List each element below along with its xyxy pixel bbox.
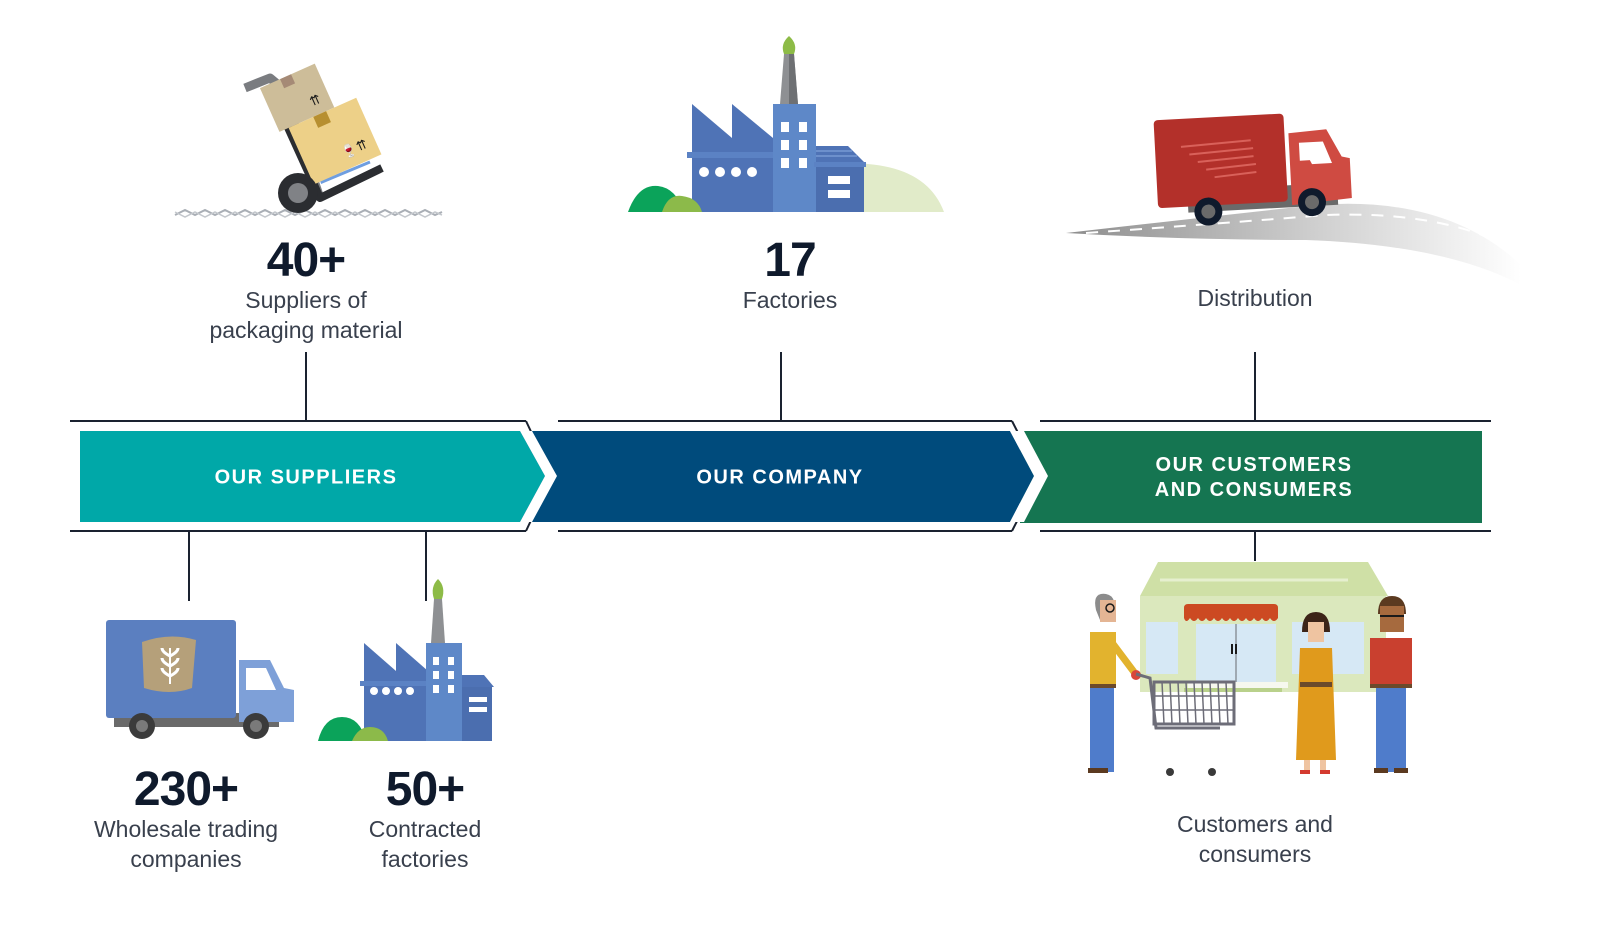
stage-customers: OUR CUSTOMERS AND CONSUMERS <box>1154 454 1354 501</box>
stat-distribution: Distribution <box>1197 283 1312 313</box>
delivery-truck-icon <box>1066 113 1521 285</box>
shop-customers-icon <box>1088 562 1412 776</box>
stat-customers-consumers: Customers and consumers <box>1177 809 1333 869</box>
divider-line <box>1040 420 1491 422</box>
divider-line <box>558 420 1012 422</box>
stat-label: Contracted factories <box>368 816 482 872</box>
stat-label: Customers and consumers <box>1177 811 1333 867</box>
stage-company: OUR COMPANY <box>696 466 864 489</box>
stat-label: Factories <box>742 287 838 313</box>
hand-truck-boxes-icon: ⇈ 🍷⇈ <box>174 63 443 218</box>
factory-icon <box>628 36 944 212</box>
connector-line <box>1254 531 1256 561</box>
divider-line <box>1040 530 1491 532</box>
grain-truck-icon <box>106 620 294 739</box>
connector-line <box>780 352 782 422</box>
divider-line <box>70 530 526 532</box>
stat-packaging-suppliers: 40+ Suppliers of packaging material <box>209 237 402 345</box>
stage-suppliers: OUR SUPPLIERS <box>214 466 398 489</box>
stat-value: 17 <box>764 234 816 287</box>
stat-label: Distribution <box>1197 285 1313 311</box>
divider-line <box>70 420 526 422</box>
divider-line <box>558 530 1012 532</box>
stat-factories: 17 Factories <box>743 237 838 315</box>
stat-wholesale-companies: 230+ Wholesale trading companies <box>94 766 278 874</box>
factory-icon <box>318 579 494 741</box>
stat-value: 230+ <box>133 763 239 816</box>
connector-line <box>1254 352 1256 422</box>
connector-line <box>188 531 190 601</box>
stat-value: 40+ <box>266 234 346 287</box>
stat-label: Wholesale trading companies <box>93 816 279 872</box>
stat-label: Suppliers of packaging material <box>209 287 403 343</box>
connector-line <box>305 352 307 422</box>
stat-contracted-factories: 50+ Contracted factories <box>369 766 482 874</box>
stat-value: 50+ <box>385 763 465 816</box>
connector-line <box>425 531 427 601</box>
